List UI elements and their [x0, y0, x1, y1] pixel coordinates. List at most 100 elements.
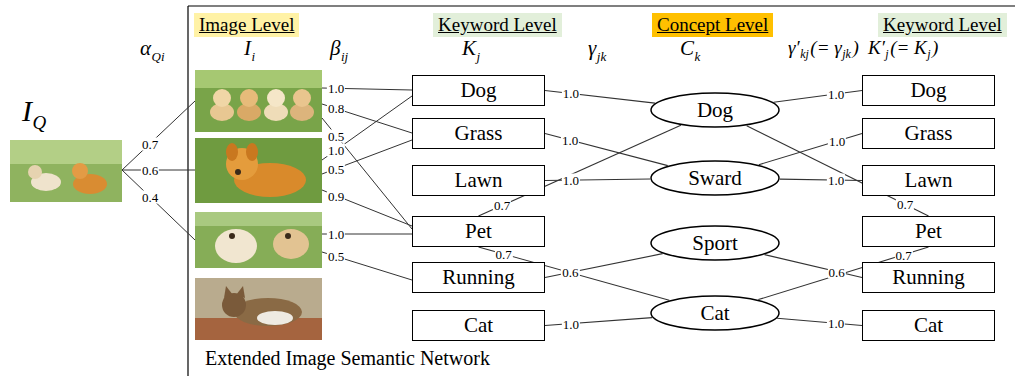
photo-ground	[195, 70, 322, 132]
weight-value: 0.7	[493, 199, 511, 212]
symbol-subscript: i	[252, 50, 256, 63]
ellipse-shape	[651, 296, 779, 330]
keyword-box: Dog	[862, 75, 995, 106]
query-photo	[10, 140, 122, 202]
dog-figure	[293, 89, 311, 107]
keyword-box: Running	[862, 262, 995, 293]
keyword-label: Pet	[915, 219, 942, 244]
weight-value: 0.7	[895, 248, 913, 261]
weight-value: 0.4	[141, 191, 159, 204]
photo-ground	[10, 140, 122, 202]
keyword-label: Grass	[905, 121, 953, 146]
weight-value: 1.0	[562, 174, 580, 187]
keyword-label: Cat	[914, 313, 943, 338]
level-band: Keyword Level	[878, 13, 1007, 37]
dog-figure	[235, 169, 241, 175]
weight-line	[122, 170, 195, 240]
photo	[195, 278, 322, 340]
weight-value: 1.0	[827, 174, 845, 187]
photo	[195, 70, 322, 132]
dog-figure	[229, 233, 235, 239]
weight-value: 0.7	[494, 247, 512, 260]
cat-figure	[224, 286, 233, 298]
level-title: Keyword Level	[883, 14, 1002, 35]
level-title: Keyword Level	[438, 14, 557, 35]
keyword-label: Lawn	[905, 168, 953, 193]
symbol-subscript: k	[695, 50, 701, 63]
keyword-label: Pet	[465, 219, 492, 244]
cat-figure	[236, 286, 245, 298]
concept-label: Sport	[692, 231, 738, 256]
symbol: K	[462, 38, 476, 59]
symbol-subscript: j	[477, 50, 481, 63]
weight-value: 0.7	[896, 198, 914, 211]
keyword-box: Pet	[412, 216, 545, 247]
weight-value: 1.0	[562, 87, 580, 100]
symbol-subscript: Q	[33, 113, 47, 132]
keyword-label: Dog	[910, 78, 946, 103]
keyword-label: Grass	[455, 121, 503, 146]
concept-label: Sward	[688, 166, 742, 191]
weight-connector	[774, 91, 862, 103]
weight-line	[322, 118, 412, 229]
symbol-subscript: jk	[597, 50, 606, 63]
photo	[195, 212, 322, 268]
keyword-box: Grass	[862, 118, 995, 149]
weight-connector	[759, 134, 862, 165]
weight-value: 1.0	[327, 82, 345, 95]
symbol: )	[932, 38, 938, 57]
keyword-box: Cat	[862, 310, 995, 341]
weight-value: 1.0	[561, 134, 579, 147]
keyword-box: Running	[412, 262, 545, 293]
photo-sky	[195, 70, 322, 88]
weight-value: 0.5	[327, 250, 345, 263]
symbol: C	[680, 38, 694, 59]
keyword-label: Running	[442, 265, 514, 290]
concept-label: Dog	[697, 98, 733, 123]
ellipse-shape	[651, 161, 779, 195]
symbol: α	[140, 38, 151, 59]
weight-line	[122, 101, 195, 170]
concept-ellipse: Sward	[650, 160, 780, 196]
dog-figure	[72, 163, 88, 179]
weight-value: 0.7	[141, 138, 159, 151]
symbol-subscript: j	[927, 48, 930, 60]
symbol-subscript: jk	[842, 48, 851, 60]
symbol: )	[852, 38, 858, 57]
keyword-label: Lawn	[455, 168, 503, 193]
keyword-label: Cat	[464, 313, 493, 338]
weight-value: 1.0	[327, 144, 345, 157]
keyword-label: Dog	[460, 78, 496, 103]
weight-value: 0.6	[828, 265, 846, 278]
weight-value: 1.0	[828, 135, 846, 148]
concept-label: Cat	[700, 301, 729, 326]
level-title: Concept Level	[657, 14, 768, 35]
weight-value: 0.5	[327, 163, 345, 176]
ellipse-shape	[651, 93, 779, 127]
photo	[195, 138, 322, 203]
weight-value: 0.5	[327, 130, 345, 143]
dog-figure	[215, 229, 257, 263]
symbol: (= K	[890, 38, 927, 57]
weight-value: 0.6	[561, 266, 579, 279]
symbol: γ	[588, 38, 596, 59]
dog-figure	[246, 143, 258, 161]
symbol-subscript: Qi	[152, 50, 165, 63]
weight-value: 1.0	[827, 317, 845, 330]
weight-value: 0.9	[327, 190, 345, 203]
weight-connector	[765, 255, 862, 278]
symbol: β	[330, 38, 340, 59]
keyword-label: Running	[892, 265, 964, 290]
dog-figure	[213, 89, 231, 107]
photo-ground	[195, 212, 322, 268]
weight-value: 1.0	[562, 317, 580, 330]
weight-value: 1.0	[327, 228, 345, 241]
weight-line	[322, 96, 412, 160]
weight-line	[322, 190, 412, 226]
photo-ground	[195, 278, 322, 340]
ellipse-shape	[651, 226, 779, 260]
concept-ellipse: Dog	[650, 92, 780, 128]
symbol-subscript: ij	[341, 50, 348, 63]
